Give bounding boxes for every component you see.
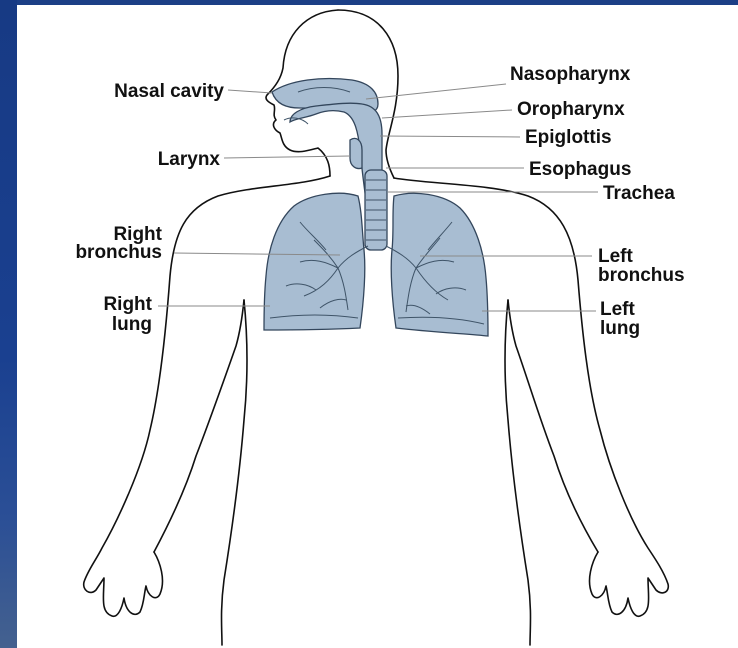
label-left-lung-line1: Left [600, 299, 636, 320]
label-right-lung-line1: Right [103, 294, 152, 315]
label-nasopharynx: Nasopharynx [510, 64, 631, 85]
leader-nasal-cavity [228, 90, 272, 93]
label-left-bronchus-line2: bronchus [598, 265, 685, 286]
label-epiglottis: Epiglottis [525, 127, 612, 148]
leader-oropharynx [382, 110, 512, 118]
label-trachea: Trachea [603, 183, 675, 204]
left-inner-arm [154, 300, 244, 552]
label-right-lung-line2: lung [112, 314, 152, 335]
right-inner-arm [508, 300, 598, 552]
right-lung-shape [264, 193, 365, 330]
label-esophagus: Esophagus [529, 159, 631, 180]
leader-epiglottis [380, 136, 520, 137]
label-left-bronchus-line1: Left [598, 246, 634, 267]
leader-larynx [224, 156, 350, 158]
label-right-bronchus-line2: bronchus [75, 242, 162, 263]
label-nasal-cavity: Nasal cavity [114, 81, 224, 102]
left-lung-shape [391, 193, 488, 336]
label-oropharynx: Oropharynx [517, 99, 625, 120]
larynx-shape [350, 138, 362, 168]
label-larynx: Larynx [158, 149, 221, 170]
label-left-lung-line2: lung [600, 318, 640, 339]
leader-nasopharynx [366, 84, 506, 99]
